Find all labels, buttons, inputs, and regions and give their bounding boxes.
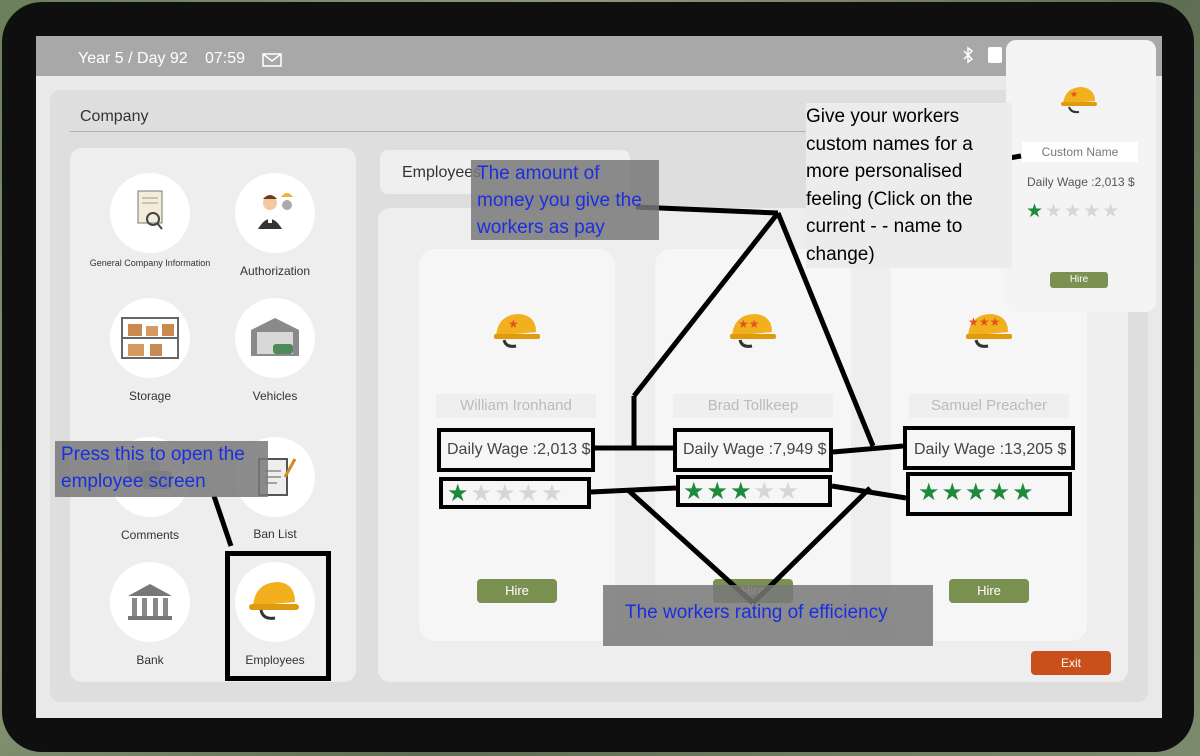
highlight-box: [225, 551, 331, 681]
popup-wage: Daily Wage :2,013 $: [1027, 175, 1135, 189]
menu-storage-label: Storage: [128, 389, 172, 403]
manager-icon: [258, 193, 293, 229]
employee-name[interactable]: Samuel Preacher: [909, 394, 1069, 418]
game-date: Year 5 / Day 92: [78, 50, 188, 67]
menu-authorization-button[interactable]: [235, 173, 315, 253]
battery-icon: [988, 47, 1002, 63]
garage-icon: [251, 318, 299, 356]
highlight-box: [903, 426, 1075, 470]
hardhat-icon: ★★: [730, 314, 776, 348]
menu-vehicles-label: Vehicles: [252, 389, 298, 403]
employee-wage: Daily Wage :2,013 $: [447, 441, 591, 458]
menu-bank-button[interactable]: [110, 562, 190, 642]
employee-rating: ★★★★★: [918, 478, 1036, 507]
mail-icon[interactable]: [262, 53, 282, 67]
bank-icon: [128, 584, 172, 620]
employee-rating: ★★★★★: [683, 477, 801, 506]
page-title: Company: [80, 108, 149, 125]
svg-text:★★★: ★★★: [968, 315, 1000, 329]
title-divider: [70, 131, 1145, 132]
popup-rating: ★★★★★: [1026, 200, 1121, 223]
custom-name-card: [1006, 40, 1156, 312]
star-icon: ★★★★: [470, 480, 565, 507]
star-icon: ★: [1026, 201, 1046, 222]
hire-button[interactable]: Hire: [949, 579, 1029, 603]
bluetooth-icon: [963, 46, 974, 64]
menu-authorization-label: Authorization: [239, 264, 311, 278]
hardhat-icon: [249, 582, 299, 620]
document-search-icon: [137, 190, 163, 230]
star-icon: ★★: [753, 478, 801, 505]
popup-hire-button[interactable]: Hire: [1050, 272, 1108, 288]
menu-employees-button[interactable]: [235, 562, 315, 642]
svg-text:★★: ★★: [738, 317, 760, 331]
svg-text:★: ★: [508, 317, 519, 331]
menu-comments-label: Comments: [120, 528, 179, 542]
annotation-custom-names: Give your workers custom names for a mor…: [806, 103, 1012, 268]
exit-button[interactable]: Exit: [1031, 651, 1111, 675]
menu-general-info-button[interactable]: [110, 173, 190, 253]
game-time: 07:59: [205, 50, 246, 67]
status-bar: [36, 36, 1162, 76]
star-icon: ★★★★: [1045, 201, 1122, 222]
highlight-box: [673, 428, 833, 472]
annotation-pay: The amount of money you give the workers…: [471, 160, 659, 240]
highlight-box: [906, 472, 1072, 516]
employee-wage: Daily Wage :13,205 $: [914, 441, 1067, 458]
star-icon: ★★★★★: [918, 479, 1036, 506]
hire-button[interactable]: Hire: [477, 579, 557, 603]
employee-wage: Daily Wage :7,949 $: [683, 441, 827, 458]
menu-storage-button[interactable]: [110, 298, 190, 378]
annotation-rating: The workers rating of efficiency: [603, 585, 933, 646]
highlight-box: [437, 428, 595, 472]
annotation-open-employees: Press this to open the employee screen: [55, 441, 268, 497]
employee-rating: ★★★★★: [447, 479, 565, 508]
menu-vehicles-button[interactable]: [235, 298, 315, 378]
svg-text:★: ★: [1070, 89, 1078, 99]
star-icon: ★★★: [683, 478, 754, 505]
employee-name[interactable]: Brad Tollkeep: [673, 394, 833, 418]
employees-title: Employees: [402, 164, 482, 181]
hardhat-icon: ★: [1061, 87, 1097, 114]
shelves-icon: [121, 317, 179, 359]
highlight-box: [676, 475, 832, 507]
menu-general-info-label: General Company Information: [89, 258, 211, 268]
star-icon: ★: [447, 480, 471, 507]
custom-name-input[interactable]: Custom Name: [1022, 142, 1138, 162]
hardhat-icon: ★: [494, 314, 540, 348]
employee-name[interactable]: William Ironhand: [436, 394, 596, 418]
menu-employees-label: Employees: [245, 653, 305, 667]
hardhat-icon: ★★★: [966, 314, 1012, 348]
menu-bank-label: Bank: [136, 653, 164, 667]
menu-ban-list-label: Ban List: [253, 527, 297, 541]
highlight-box: [439, 477, 591, 509]
